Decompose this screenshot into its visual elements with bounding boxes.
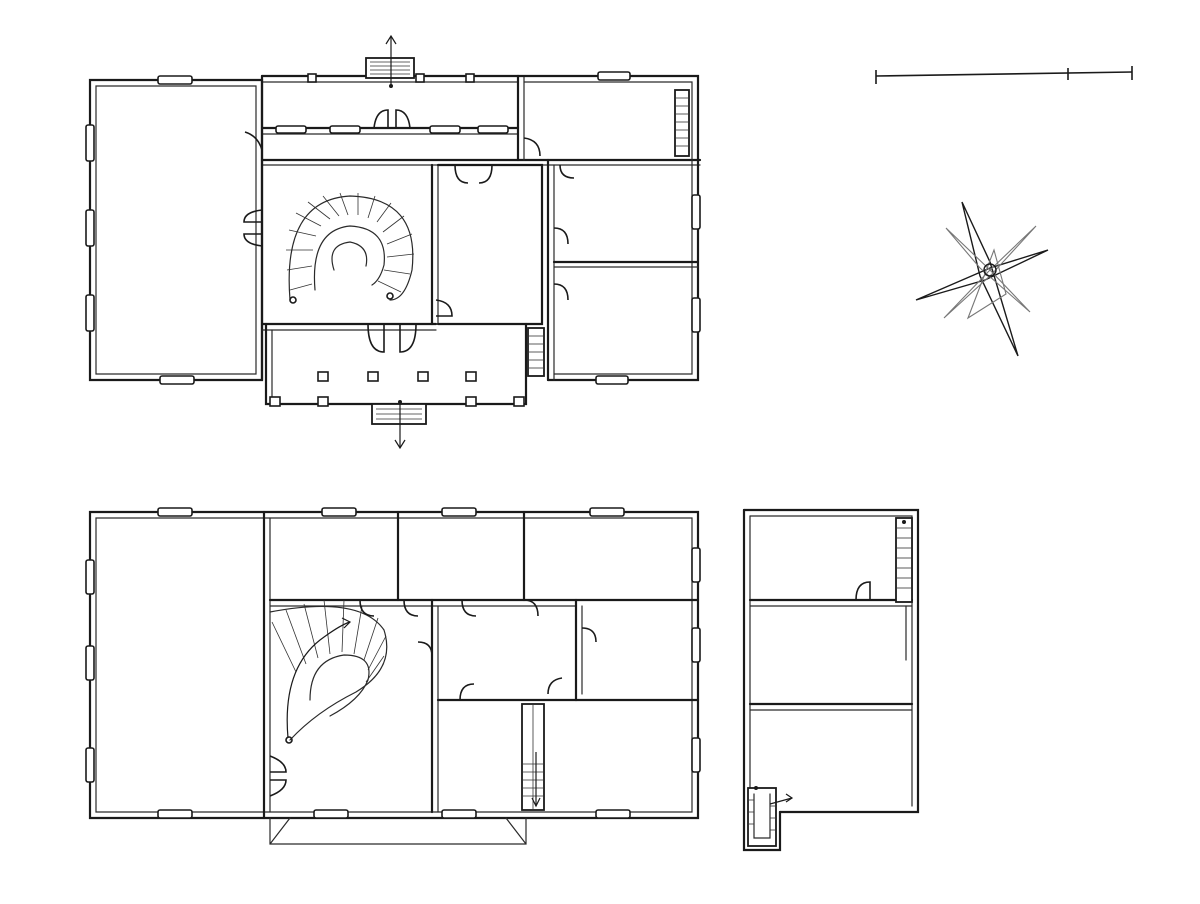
scale-bar-icon bbox=[875, 66, 1133, 84]
left-hall-walls bbox=[88, 78, 264, 382]
upper-back-stair bbox=[521, 703, 545, 811]
south-portico bbox=[264, 322, 545, 450]
wing-stair-lower bbox=[747, 786, 794, 847]
east-range bbox=[516, 71, 701, 385]
gallery-piers bbox=[275, 73, 509, 134]
ground-floor-plan bbox=[85, 34, 702, 450]
north-double-door bbox=[373, 109, 411, 129]
upper-outer-walls bbox=[88, 510, 700, 820]
gallery-door-west bbox=[244, 131, 263, 151]
upper-windows bbox=[85, 507, 701, 819]
central-room bbox=[436, 74, 544, 326]
upper-partitions bbox=[262, 510, 700, 820]
wing-stair-upper bbox=[855, 517, 913, 661]
upper-floor-plan bbox=[85, 507, 701, 845]
wing-walls bbox=[742, 508, 920, 852]
wing-plan bbox=[742, 508, 920, 852]
north-compass-icon bbox=[915, 201, 1049, 357]
stair-hall bbox=[243, 163, 453, 331]
north-entry-steps bbox=[365, 34, 415, 88]
upper-doors bbox=[359, 574, 597, 701]
north-gallery-walls bbox=[260, 74, 702, 382]
upper-portico-roof bbox=[269, 817, 527, 845]
left-hall-windows bbox=[85, 75, 195, 385]
upper-curved-stair bbox=[269, 599, 388, 797]
